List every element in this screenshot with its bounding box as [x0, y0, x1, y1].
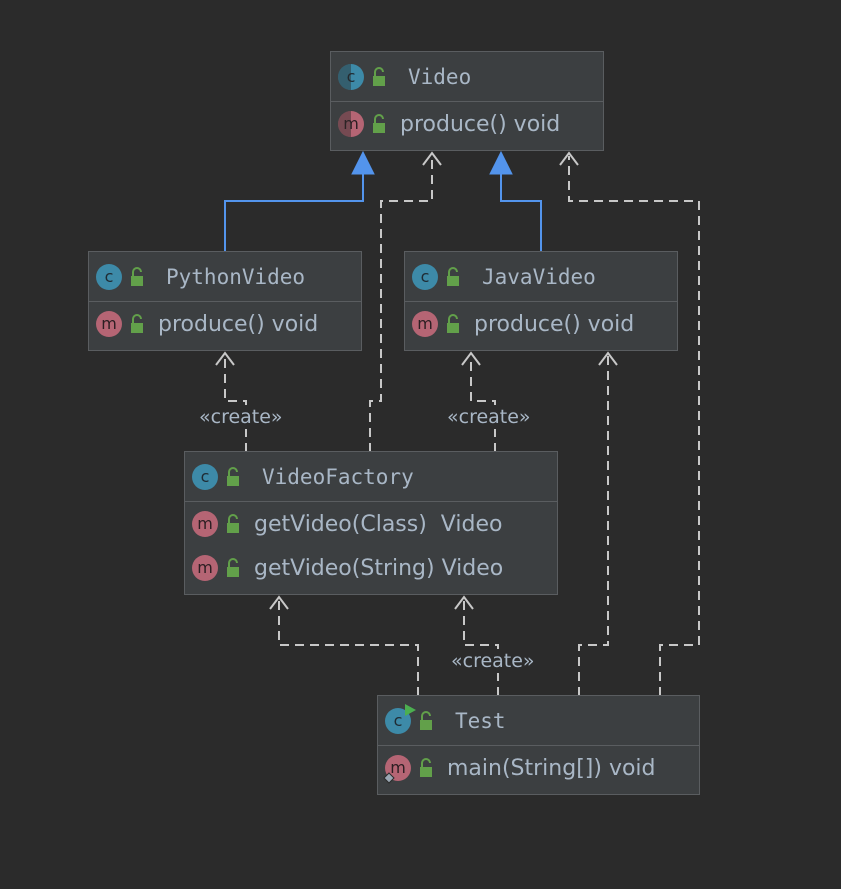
class-header: c Video [331, 52, 603, 102]
edge-test-uses-videofactory [278, 600, 419, 696]
runnable-class-icon: c [385, 703, 416, 734]
edge-videofactory-creates-pythonvideo [224, 356, 247, 452]
method-signature: produce() void [400, 111, 561, 137]
class-member-row: m produce() void [405, 302, 677, 346]
method-icon: m [192, 555, 218, 581]
open-arrowhead [422, 151, 442, 166]
class-node-video[interactable]: c Video m produce() void [330, 51, 604, 151]
edge-test-creates-videofactory [463, 600, 499, 696]
class-node-videofactory[interactable]: c VideoFactory m getVideo(Class) Video m… [184, 451, 558, 595]
abstract-class-icon: c [338, 63, 364, 90]
class-header: c PythonVideo [89, 252, 361, 302]
class-member-row: m produce() void [89, 302, 361, 346]
class-name: PythonVideo [166, 264, 306, 289]
edge-test-uses-javavideo [578, 356, 609, 696]
edge-javavideo-extends-video [500, 172, 542, 252]
public-lock-icon [227, 466, 239, 486]
class-icon: c [192, 463, 218, 490]
public-lock-icon [420, 758, 432, 777]
create-stereotype-label: «create» [446, 405, 532, 429]
abstract-method-icon: m [338, 111, 364, 137]
public-lock-icon [420, 710, 432, 730]
class-node-test[interactable]: c Test m main(String[]) void [377, 695, 700, 795]
public-lock-icon [373, 114, 385, 133]
open-arrowhead [269, 595, 289, 610]
create-stereotype-label: «create» [198, 405, 284, 429]
class-header: c Test [378, 696, 699, 746]
method-signature: getVideo(String) Video [254, 555, 504, 581]
method-icon: m [96, 311, 122, 337]
method-signature: getVideo(Class) Video [254, 511, 503, 537]
class-header: c VideoFactory [185, 452, 557, 502]
class-icon: c [412, 263, 438, 290]
class-node-javavideo[interactable]: c JavaVideo m produce() void [404, 251, 678, 351]
edge-videofactory-creates-javavideo [470, 356, 496, 452]
class-header: c JavaVideo [405, 252, 677, 302]
method-signature: produce() void [158, 311, 319, 337]
class-icon: c [96, 263, 122, 290]
create-stereotype-label: «create» [450, 649, 536, 673]
method-icon: m [412, 311, 438, 337]
edge-pythonvideo-extends-video [224, 172, 364, 252]
open-arrowhead [454, 595, 474, 610]
public-lock-icon [373, 66, 385, 86]
edge-test-uses-video [568, 156, 700, 696]
run-icon [405, 703, 416, 716]
static-marker-icon [383, 772, 395, 784]
edge-pythonvideo-extends-video-arrowhead [351, 150, 375, 175]
open-arrowhead [598, 351, 618, 366]
method-signature: main(String[]) void [447, 755, 656, 781]
class-member-row: m getVideo(Class) Video [185, 502, 557, 546]
open-arrowhead [461, 351, 481, 366]
class-name: JavaVideo [482, 264, 596, 289]
public-lock-icon [447, 266, 459, 286]
class-node-pythonvideo[interactable]: c PythonVideo m produce() void [88, 251, 362, 351]
method-icon: m [192, 511, 218, 537]
open-arrowhead [559, 151, 579, 166]
class-name: VideoFactory [262, 464, 414, 489]
edge-videofactory-uses-video [369, 156, 433, 452]
public-lock-icon [227, 514, 239, 533]
edge-javavideo-extends-video-arrowhead [489, 150, 513, 175]
class-member-row: m main(String[]) void [378, 746, 699, 790]
public-lock-icon [227, 558, 239, 577]
public-lock-icon [447, 314, 459, 333]
class-name: Video [408, 64, 472, 89]
class-member-row: m getVideo(String) Video [185, 546, 557, 590]
class-member-row: m produce() void [331, 102, 603, 146]
open-arrowhead [215, 351, 235, 366]
method-signature: produce() void [474, 311, 635, 337]
class-name: Test [455, 708, 506, 733]
static-method-icon: m [383, 755, 411, 784]
public-lock-icon [131, 314, 143, 333]
public-lock-icon [131, 266, 143, 286]
